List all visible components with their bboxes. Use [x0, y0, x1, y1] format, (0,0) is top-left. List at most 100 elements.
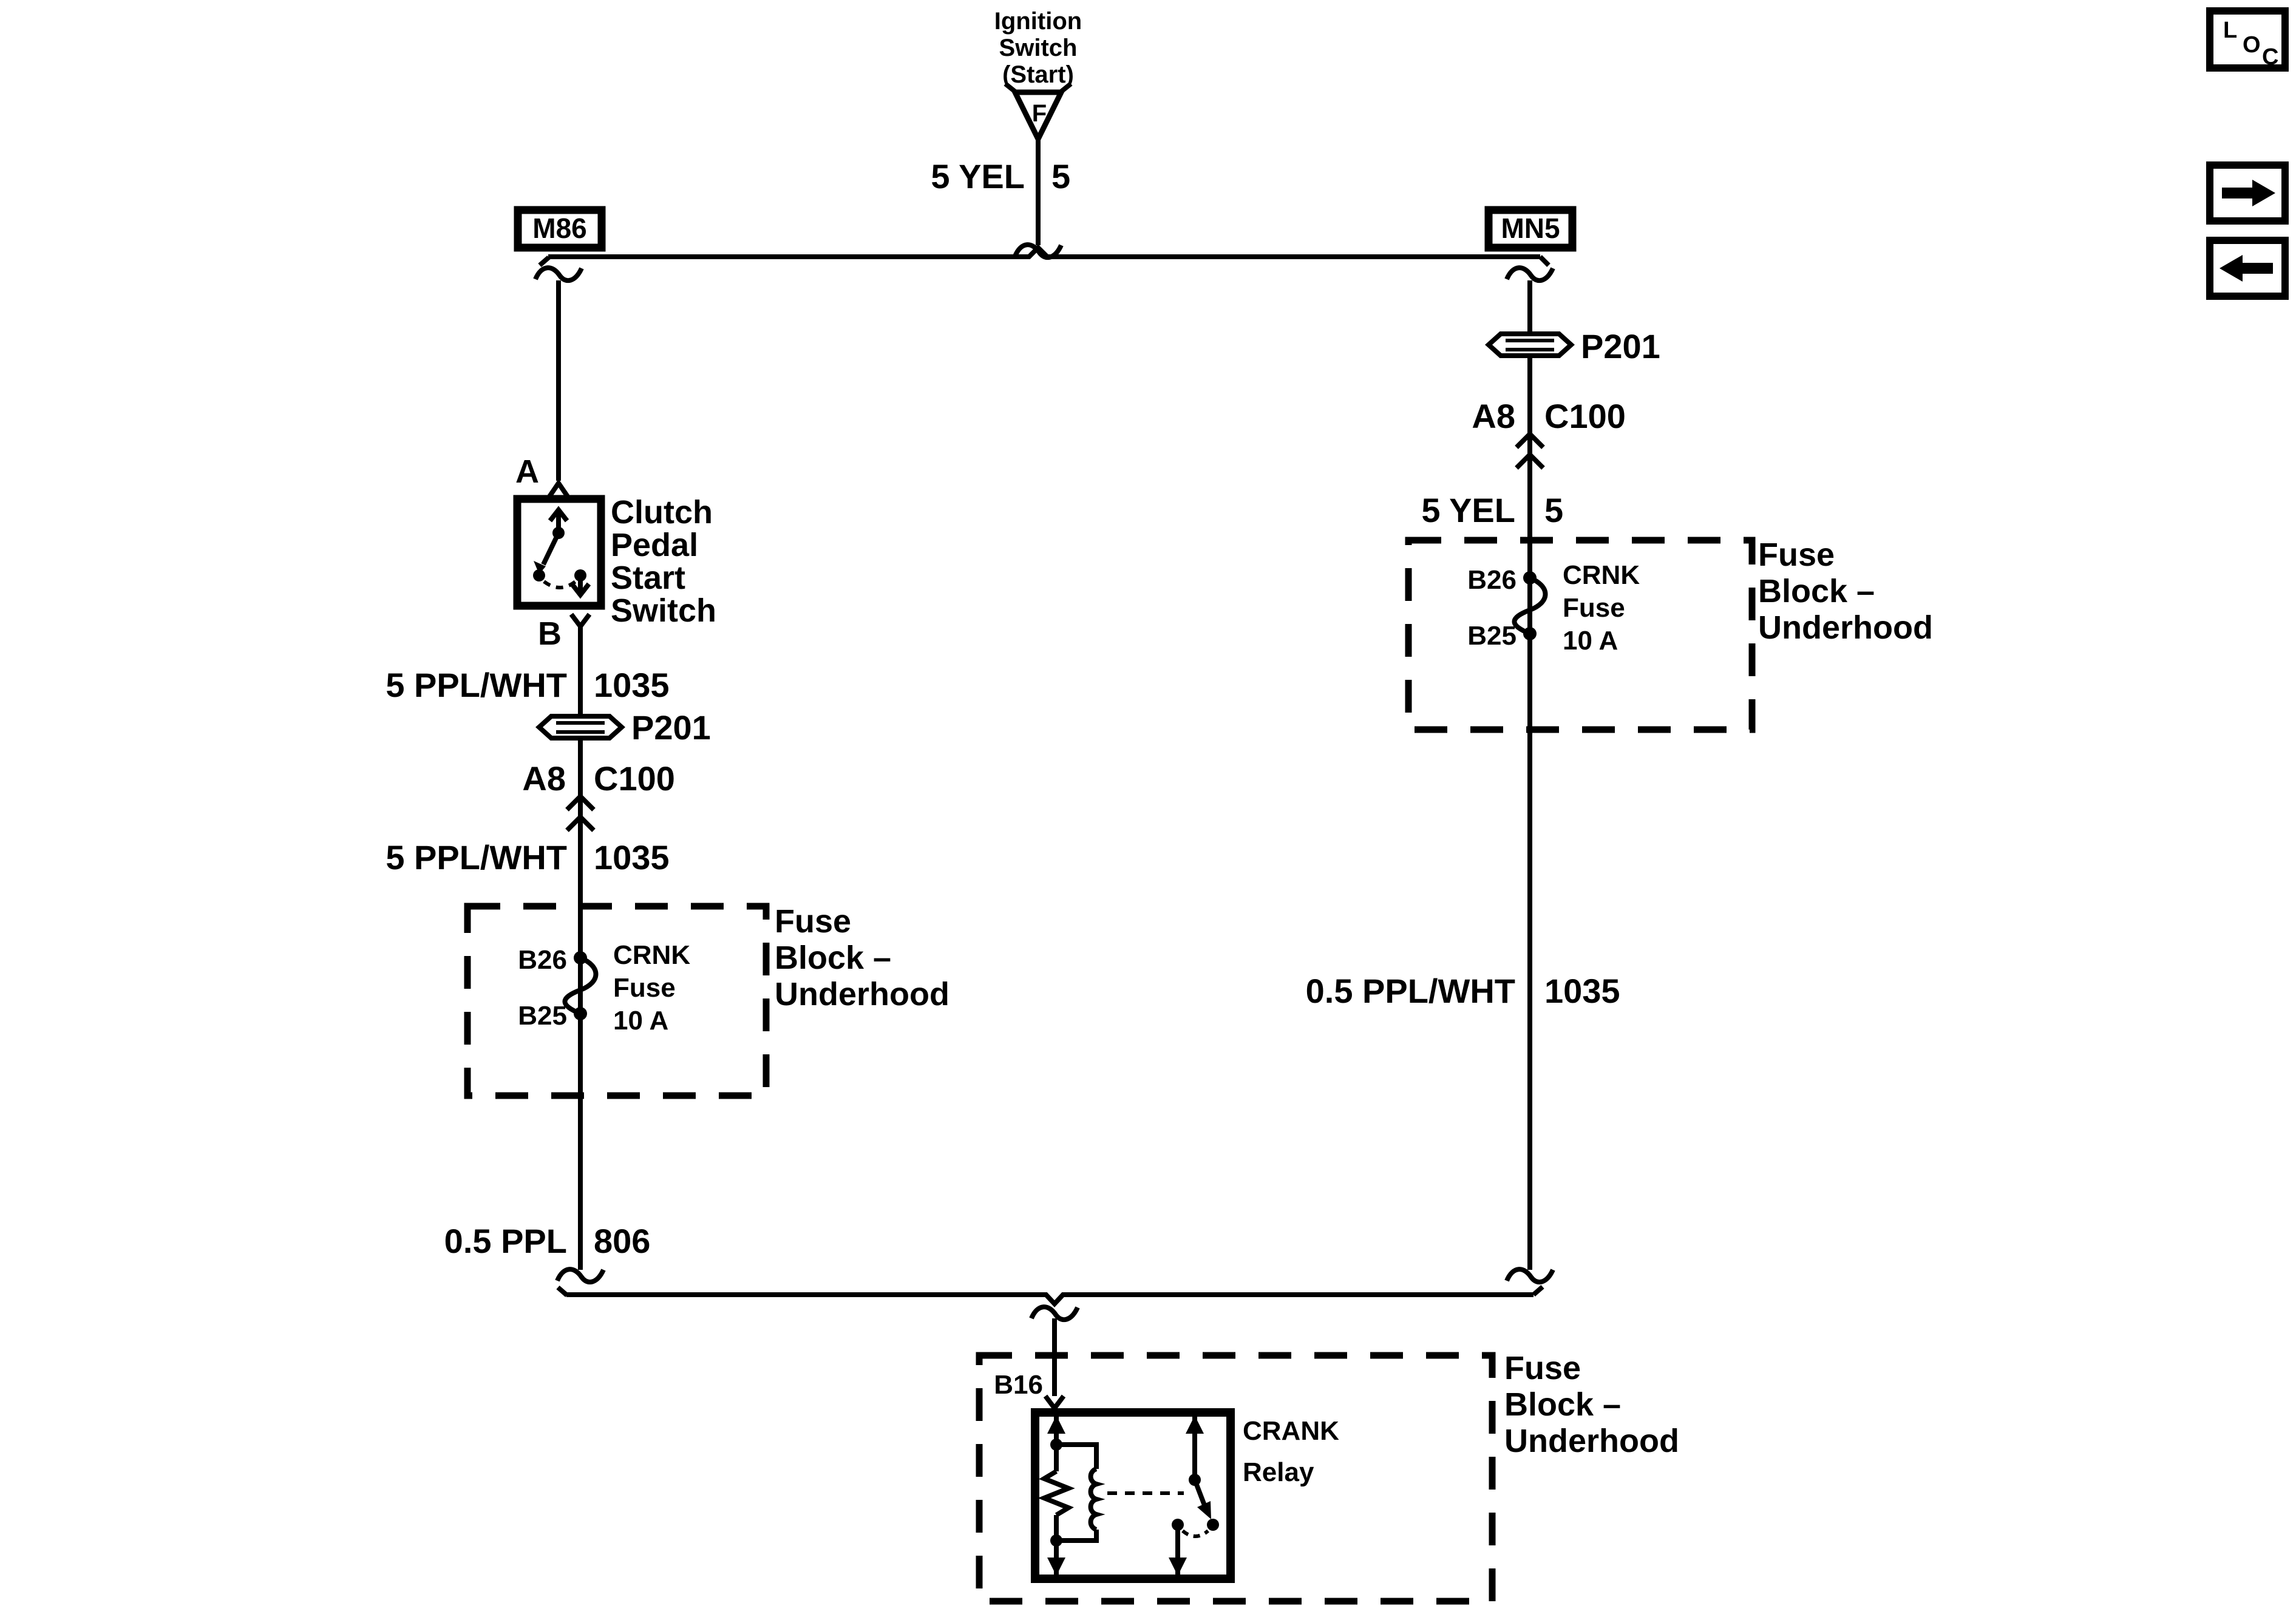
next-page-button[interactable]	[2206, 161, 2289, 225]
fuse-element-symbol	[562, 955, 599, 1016]
fuse-block-label-line3: Underhood	[1504, 1423, 1679, 1459]
fuse-pin-out-label: B25	[1467, 621, 1517, 651]
bus-right-break	[1538, 255, 1550, 267]
triangle-outline	[1010, 89, 1066, 146]
arrow-up-icon	[1186, 1415, 1204, 1434]
wire-label-circuit: 806	[594, 1222, 650, 1260]
clutch-pedal-start-switch: Clutch Pedal Start Switch B	[513, 494, 716, 652]
grommet-symbol	[1485, 331, 1575, 358]
feed-wire-circuit: 5	[1051, 157, 1070, 195]
fuse-pin-in-label: B26	[518, 945, 567, 975]
bus-left-break	[556, 1285, 569, 1298]
fuse-pin-out-label: B25	[518, 1001, 567, 1031]
terminal-fork-b16	[1043, 1394, 1066, 1412]
relay-box	[1031, 1408, 1235, 1583]
left-branch-upper: A	[515, 268, 582, 498]
connector-m86: M86	[514, 206, 606, 252]
clutch-switch-name-line4: Switch	[611, 592, 716, 629]
loc-letter-o: O	[2243, 32, 2261, 58]
ignition-label-line1: Ignition	[994, 8, 1082, 35]
arrow-up-icon	[1047, 1415, 1065, 1434]
clutch-switch-name-line3: Start	[611, 560, 685, 596]
fuse-name-line2: Fuse	[613, 973, 676, 1003]
fuse-name-line2: Fuse	[1563, 593, 1625, 623]
grommet-label: P201	[631, 708, 711, 747]
fuse-block-label-line3: Underhood	[1758, 609, 1933, 646]
m86-box	[514, 206, 606, 252]
fuse-name-line1: CRNK	[1563, 560, 1640, 590]
grommet-p201-left: P201	[535, 708, 711, 747]
top-bus	[538, 244, 1550, 268]
feed-wire-gauge-color: 5 YEL	[931, 157, 1025, 195]
switch-armature	[541, 532, 561, 566]
arrow-down-icon	[1047, 1558, 1065, 1576]
grommet-p201-right: P201	[1485, 327, 1660, 365]
entry-arrow-up-icon	[548, 506, 569, 523]
connector-mn5: MN5	[1484, 206, 1577, 252]
loc-button[interactable]: L O C	[2206, 7, 2289, 72]
fuse-block-label-line1: Fuse	[1758, 537, 1835, 573]
travel-arc-dashed	[543, 580, 577, 589]
fuse-block-label-line3: Underhood	[775, 976, 949, 1012]
chevron-up-icon	[1515, 451, 1545, 470]
fuse-block-label-line2: Block –	[1758, 573, 1875, 609]
clutch-switch-box	[513, 495, 605, 610]
fuse-block-underhood-bottom: B16 Fuse Block – Underhood	[976, 1350, 1679, 1605]
chevron-up-icon	[1515, 430, 1545, 449]
connector-pin-label: A8	[522, 759, 566, 798]
fuse-block-dashed-box	[464, 903, 770, 1099]
left-branch-lower: 5 PPL/WHT 1035 P201 A8 C100 5 PPL/WHT 10…	[385, 626, 949, 1282]
armature-arrowhead	[534, 561, 546, 574]
bus-left-break	[538, 255, 551, 268]
wire-label-circuit: 5	[1544, 491, 1563, 529]
travel-arc-dashed	[1181, 1529, 1209, 1538]
resistor-symbol	[1038, 1469, 1075, 1517]
contact-right-dot	[1207, 1519, 1219, 1531]
chevron-up-icon	[565, 813, 596, 832]
fuse-block-dashed-box	[1405, 537, 1756, 733]
relay-name-line1: CRANK	[1243, 1416, 1339, 1446]
prev-page-button[interactable]	[2206, 237, 2289, 300]
bus-line	[548, 244, 1540, 259]
clutch-terminal-a-label: A	[515, 453, 539, 490]
terminal-fork-b	[569, 612, 592, 631]
relay-pin-label: B16	[994, 1370, 1043, 1400]
mn5-label: MN5	[1501, 212, 1560, 244]
connector-pin-label: A8	[1472, 397, 1515, 435]
fuse-block-label-line2: Block –	[775, 940, 891, 976]
terminal-fork-a	[547, 478, 570, 498]
right-branch: P201 A8 C100 5 YEL 5 B26 B25 CRNK Fuse 1…	[1306, 268, 1933, 1282]
arrow-right-icon	[2252, 180, 2275, 206]
mn5-box	[1484, 206, 1577, 252]
wire-label-circuit: 1035	[594, 666, 670, 704]
clutch-switch-name-line2: Pedal	[611, 527, 698, 563]
wire-label-circuit: 1035	[1544, 972, 1620, 1010]
nav-controls: L O C	[2206, 7, 2289, 300]
fuse-block-label-line1: Fuse	[775, 903, 851, 940]
fuse-pin-in-label: B26	[1467, 565, 1517, 595]
grommet-symbol	[535, 714, 625, 741]
loc-letter-l: L	[2223, 18, 2237, 43]
fuse-element-symbol	[1512, 575, 1548, 636]
bus-right-break	[1532, 1284, 1544, 1297]
connector-name-label: C100	[1544, 397, 1626, 435]
splice-curl	[535, 268, 582, 280]
connector-name-label: C100	[594, 759, 675, 798]
m86-label: M86	[532, 212, 586, 244]
fuse-name-line1: CRNK	[613, 940, 690, 970]
fuse-rating-label: 10 A	[1563, 626, 1618, 656]
grommet-label: P201	[1581, 327, 1660, 365]
splice-curl	[1507, 268, 1553, 280]
relay-name-line2: Relay	[1243, 1457, 1314, 1487]
clutch-switch-name-line1: Clutch	[611, 494, 713, 531]
fuse-block-underhood-left: B26 B25 CRNK Fuse 10 A Fuse Block – Unde…	[464, 903, 949, 1099]
triangle-terminal-letter: F	[1032, 100, 1047, 127]
coil-bottom-link	[1056, 1530, 1099, 1543]
loc-button-box[interactable]	[2206, 7, 2289, 72]
exit-arrow-down-icon	[569, 582, 591, 599]
fuse-block-label-line1: Fuse	[1504, 1350, 1581, 1386]
wire-label-gauge-color: 5 YEL	[1421, 491, 1515, 529]
inline-connector-chevrons	[1515, 430, 1545, 470]
